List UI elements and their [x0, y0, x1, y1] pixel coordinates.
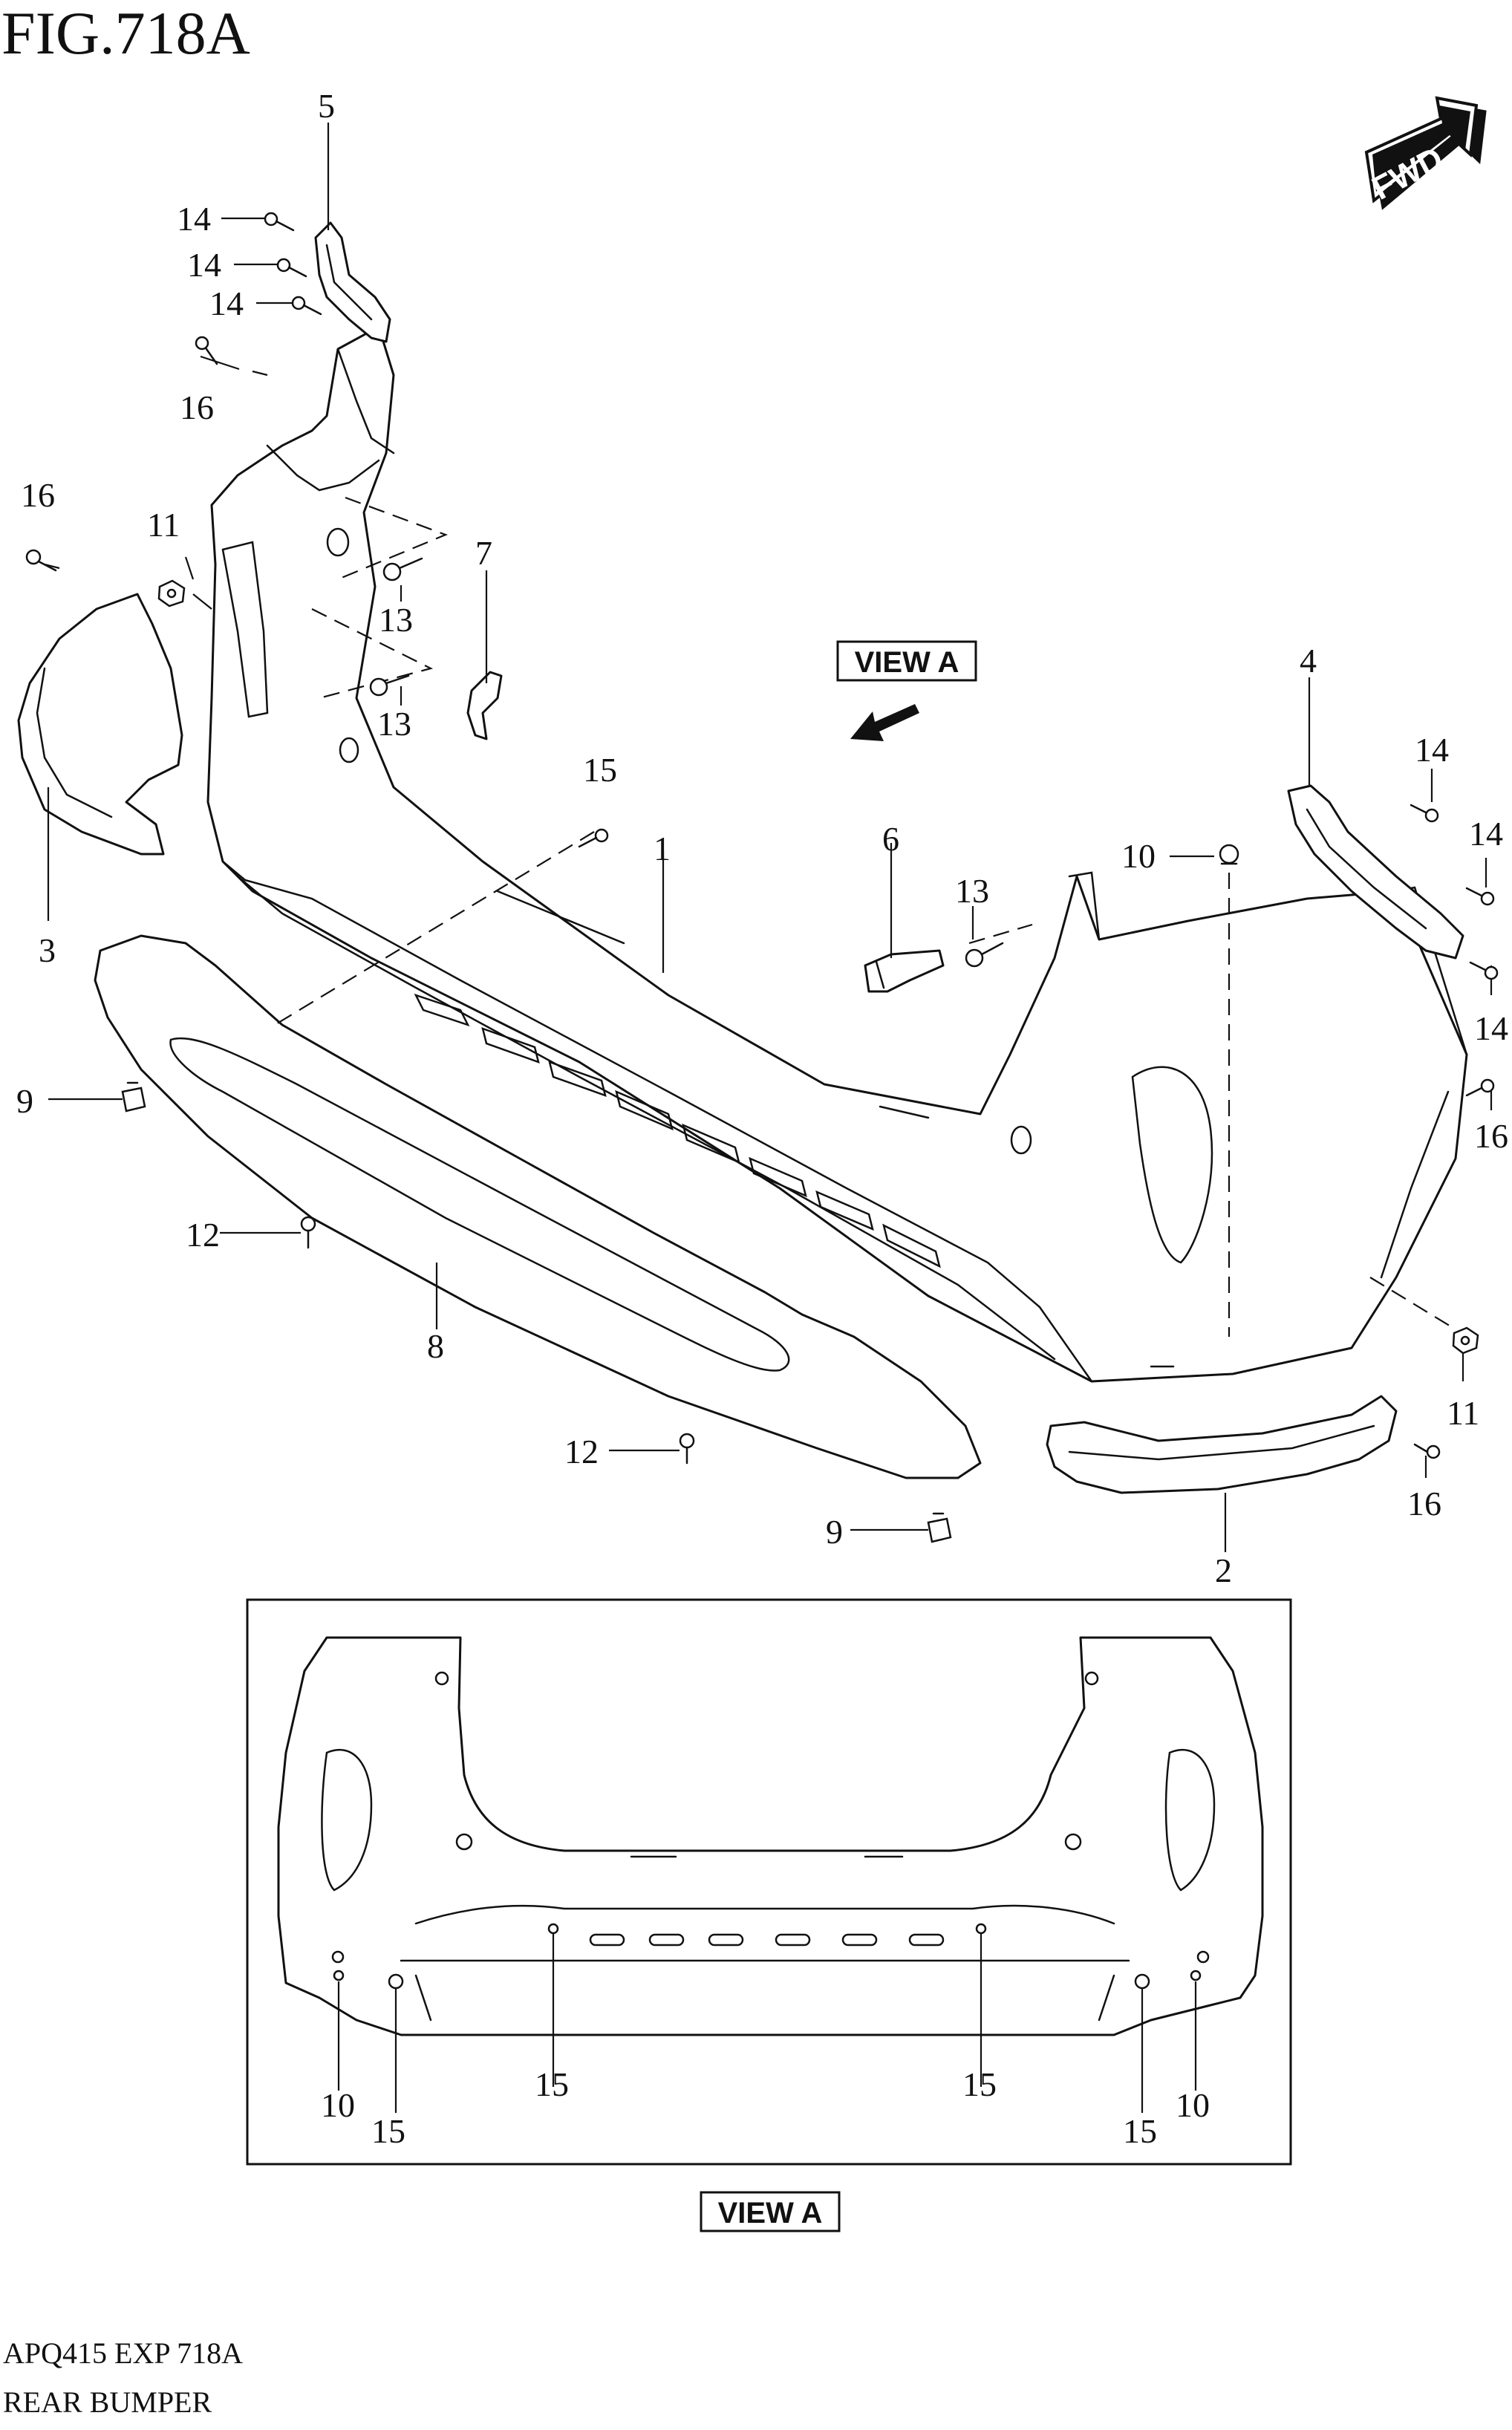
bracket-part-5 — [314, 221, 391, 343]
screw-icon — [578, 828, 609, 848]
callout-16: 16 — [180, 388, 214, 426]
bolt-icon — [965, 942, 1004, 968]
screw-icon — [291, 296, 322, 316]
callout-16: 16 — [1407, 1485, 1441, 1522]
fastener-icons — [25, 212, 1499, 1543]
bolt-icon — [382, 557, 423, 582]
push-clip-icon — [121, 1081, 146, 1113]
callout-14: 14 — [209, 284, 244, 322]
callout-14: 14 — [177, 200, 211, 238]
callout-2: 2 — [1215, 1551, 1232, 1589]
lower-trim-part-2 — [1046, 1395, 1398, 1494]
callout-16: 16 — [21, 476, 55, 514]
bumper-cover-part-1 — [206, 325, 1468, 1383]
callout-10: 10 — [1176, 2086, 1210, 2124]
screw-icon — [276, 258, 307, 278]
callout-13: 13 — [955, 872, 989, 910]
callout-10: 10 — [321, 2086, 355, 2124]
view-a-inset — [246, 1598, 1292, 2166]
view-a-label-top: VIEW A — [836, 640, 977, 682]
callout-16: 16 — [1474, 1117, 1508, 1155]
callout-4: 4 — [1300, 642, 1317, 680]
view-arrow-icon — [850, 704, 919, 741]
callout-14: 14 — [187, 246, 221, 284]
clip-part-6 — [864, 949, 945, 993]
screw-icon — [1465, 887, 1495, 906]
callout-8: 8 — [427, 1327, 444, 1365]
screw-icon — [195, 336, 218, 365]
callout-9: 9 — [826, 1513, 843, 1551]
callout-13: 13 — [379, 601, 413, 639]
nut-icon — [1452, 1326, 1479, 1355]
callout-15: 15 — [535, 2065, 569, 2103]
leader-lines — [44, 123, 1493, 1552]
screw-icon — [1465, 1078, 1495, 1097]
screw-icon — [1469, 961, 1499, 980]
view-a-text-bottom: VIEW A — [718, 2197, 823, 2229]
callout-11: 11 — [1447, 1394, 1479, 1432]
figure-code: APQ415 EXP 718A — [3, 2336, 243, 2370]
callout-13: 13 — [377, 705, 411, 743]
callout-14: 14 — [1415, 731, 1449, 769]
callout-6: 6 — [882, 820, 899, 858]
callout-15: 15 — [1123, 2112, 1157, 2150]
nut-icon — [157, 579, 186, 608]
screw-icon — [1410, 804, 1439, 823]
side-bracket-part-3 — [17, 593, 183, 856]
callout-11: 11 — [147, 506, 180, 544]
bracket-part-7 — [466, 671, 503, 740]
figure-name: REAR BUMPER — [3, 2385, 212, 2419]
clip-icon — [1219, 844, 1239, 865]
reference-dashed-lines — [274, 496, 1456, 1337]
callout-14: 14 — [1469, 815, 1503, 853]
callout-3: 3 — [39, 931, 56, 969]
view-a-label-bottom: VIEW A — [700, 2191, 841, 2232]
callout-12: 12 — [186, 1216, 220, 1254]
callout-labels: 5 14 14 14 16 16 11 7 13 13 15 1 3 6 13 … — [16, 87, 1508, 2150]
callout-15: 15 — [962, 2065, 997, 2103]
callout-5: 5 — [318, 87, 335, 125]
diffuser-part-8 — [94, 934, 982, 1479]
callout-12: 12 — [564, 1433, 599, 1470]
fwd-arrow-icon: FWD — [1364, 96, 1487, 210]
screw-icon — [679, 1433, 695, 1465]
screw-icon — [1413, 1443, 1441, 1459]
view-a-text-top: VIEW A — [855, 646, 959, 679]
callout-1: 1 — [654, 830, 671, 867]
screw-icon — [25, 549, 57, 572]
callout-7: 7 — [475, 534, 492, 572]
callout-15: 15 — [371, 2112, 405, 2150]
callout-15: 15 — [583, 751, 617, 789]
bracket-part-4 — [1287, 784, 1464, 960]
callout-14: 14 — [1474, 1009, 1508, 1047]
callout-10: 10 — [1121, 837, 1156, 875]
figure-title: FIG.718A — [1, 0, 250, 67]
callout-9: 9 — [16, 1082, 33, 1120]
bolt-icon — [369, 674, 410, 697]
push-clip-icon — [927, 1512, 952, 1543]
screw-icon — [264, 212, 295, 232]
screw-icon — [300, 1216, 316, 1249]
